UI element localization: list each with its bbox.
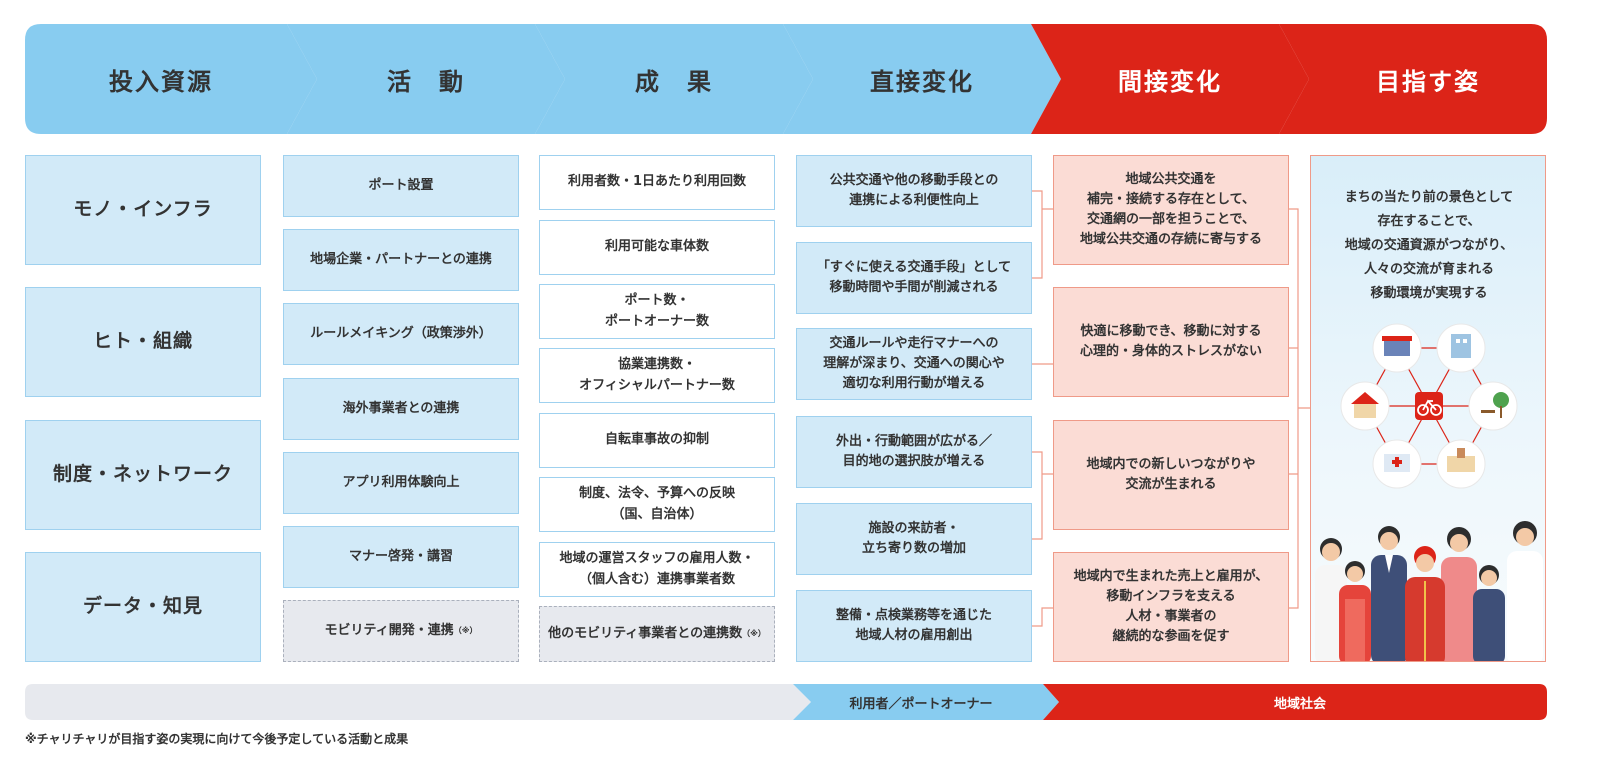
bar-label-community: 地域社会 [1273, 696, 1326, 712]
resource-box: モノ・インフラ [25, 155, 261, 265]
stage-label: 投入資源 [109, 67, 213, 96]
stage-input-resources: 投入資源 [25, 24, 317, 134]
park-bench-tree-icon [1468, 381, 1518, 431]
connector-lines [1032, 190, 1310, 627]
shop-icon [1372, 323, 1422, 373]
activity-box: アプリ利用体験向上 [283, 452, 519, 514]
outcome-box: 制度、法令、予算への反映 （国、自治体） [539, 477, 775, 532]
indirect-change-box: 地域内で生まれた売上と雇用が、 移動インフラを支える 人材・事業者の 継続的な参… [1053, 552, 1289, 662]
stage-label: 活 動 [387, 67, 465, 96]
stage-label: 目指す姿 [1376, 67, 1480, 96]
office-building-icon [1436, 323, 1486, 373]
resource-box: データ・知見 [25, 552, 261, 662]
stage-label: 直接変化 [870, 67, 974, 96]
outcome-future-label: 他のモビリティ事業者との連携数 [548, 625, 743, 641]
future-mark: （※） [453, 625, 478, 635]
footnote: ※チャリチャリが目指す姿の実現に向けて今後予定している活動と成果 [25, 732, 409, 746]
stage-indirect-change: 間接変化 [1031, 24, 1309, 134]
indirect-change-box: 快適に移動でき、移動に対する 心理的・身体的ストレスがない [1053, 287, 1289, 397]
direct-change-box: 「すぐに使える交通手段」として 移動時間や手間が削減される [796, 242, 1032, 314]
goal-text: まちの当たり前の景色として 存在することで、 地域の交通資源がつながり、 人々の… [1344, 190, 1514, 302]
chevron-shape [535, 24, 813, 134]
activity-box: ポート設置 [283, 155, 519, 217]
chevron-shape [287, 24, 565, 134]
outcome-box: ポート数・ ポートオーナー数 [539, 284, 775, 339]
activity-box-future: モビリティ開発・連携（※） [283, 600, 519, 662]
chevron-shape [25, 24, 317, 134]
goal-panel: まちの当たり前の景色として 存在することで、 地域の交通資源がつながり、 人々の… [1310, 155, 1546, 662]
people-illustration [1315, 521, 1543, 661]
activity-box: マナー啓発・講習 [283, 526, 519, 588]
stage-label: 成 果 [635, 67, 713, 96]
indirect-change-box: 地域内での新しいつながりや 交流が生まれる [1053, 420, 1289, 530]
house-icon [1340, 381, 1390, 431]
stage-goal: 目指す姿 [1279, 24, 1547, 134]
bottom-timeline-bar [25, 684, 1547, 720]
future-mark: （※） [742, 628, 766, 638]
chevron-shape [1279, 24, 1547, 134]
activity-box: ルールメイキング（政策渉外） [283, 303, 519, 365]
outcome-box: 利用可能な車体数 [539, 220, 775, 275]
stage-label: 間接変化 [1118, 67, 1222, 96]
direct-change-box: 交通ルールや走行マナーへの 理解が深まり、交通への関心や 適切な利用行動が増える [796, 328, 1032, 400]
direct-change-box: 整備・点検業務等を通じた 地域人材の雇用創出 [796, 590, 1032, 662]
outcome-box: 協業連携数・ オフィシャルパートナー数 [539, 348, 775, 403]
stage-activities: 活 動 [287, 24, 565, 134]
stage-outcomes: 成 果 [535, 24, 813, 134]
indirect-change-box: 地域公共交通を 補完・接続する存在として、 交通網の一部を担うことで、 地域公共… [1053, 155, 1289, 265]
stage-direct-change: 直接変化 [783, 24, 1061, 134]
outcome-box: 地域の運営スタッフの雇用人数・ （個人含む）連携事業者数 [539, 542, 775, 597]
outcome-box-future: 他のモビリティ事業者との連携数（※） [539, 606, 775, 662]
community-network-illustration [1340, 323, 1518, 489]
school-icon [1436, 439, 1486, 489]
resource-box: ヒト・組織 [25, 287, 261, 397]
direct-change-box: 外出・行動範囲が広がる／ 目的地の選択肢が増える [796, 416, 1032, 488]
outcome-box: 自転車事故の抑制 [539, 413, 775, 468]
activity-future-label: モビリティ開発・連携 [324, 622, 454, 638]
activity-box: 地場企業・パートナーとの連携 [283, 229, 519, 291]
chevron-shape [783, 24, 1061, 134]
outcome-box: 利用者数・1日あたり利用回数 [539, 155, 775, 210]
bar-label-users: 利用者／ポートオーナー [849, 696, 993, 712]
bicycle-icon [1415, 392, 1443, 420]
direct-change-box: 施設の来訪者・ 立ち寄り数の増加 [796, 503, 1032, 575]
resource-box: 制度・ネットワーク [25, 420, 261, 530]
direct-change-box: 公共交通や他の移動手段との 連携による利便性向上 [796, 155, 1032, 227]
chevron-shape [1031, 24, 1309, 134]
activity-box: 海外事業者との連携 [283, 378, 519, 440]
hospital-icon [1372, 439, 1422, 489]
